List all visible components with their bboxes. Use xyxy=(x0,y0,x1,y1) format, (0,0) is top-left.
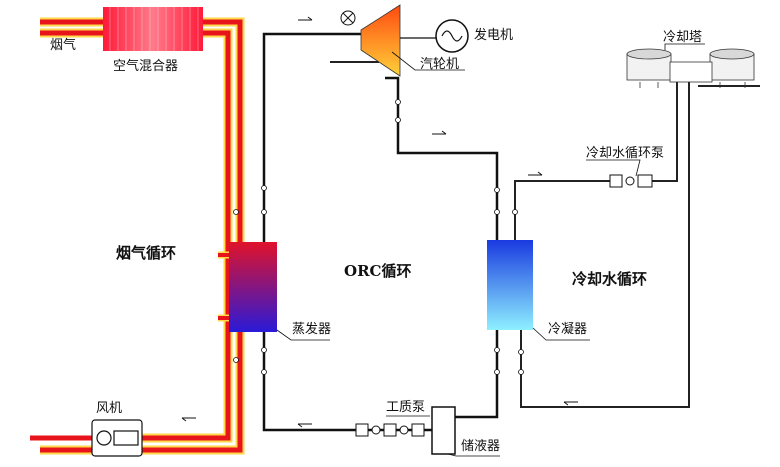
cooling-water-loop-label: 冷却水循环 xyxy=(572,270,648,288)
inlet-valve-icon xyxy=(340,10,356,26)
flow-arrows xyxy=(181,16,578,428)
instrument-gauges xyxy=(233,99,524,375)
cooling-water-pipes xyxy=(330,40,760,408)
evaporator-label: 蒸发器 xyxy=(292,322,332,337)
air-mixer-fins xyxy=(109,7,199,51)
working-fluid-pump-icon xyxy=(355,423,425,437)
receiver-body xyxy=(431,406,456,455)
fan-icon xyxy=(91,419,143,457)
turbine-label: 汽轮机 xyxy=(420,57,460,72)
cooling-tower-icon xyxy=(626,48,755,88)
receiver-label: 储液器 xyxy=(461,439,501,454)
label-leaders xyxy=(276,43,705,457)
cooling-tower-label: 冷却塔 xyxy=(663,30,703,45)
orc-pipes xyxy=(262,32,499,432)
flue-gas-pipes xyxy=(30,17,245,455)
air-mixer-label: 空气混合器 xyxy=(113,59,179,74)
generator-icon xyxy=(435,19,469,53)
orc-loop-label: ORC循环 xyxy=(344,262,412,280)
air-mixer-body xyxy=(103,7,203,51)
working-fluid-pump-label: 工质泵 xyxy=(386,400,426,415)
evaporator-body xyxy=(229,242,277,332)
turbine-body xyxy=(360,4,401,77)
condenser-body xyxy=(487,240,533,330)
generator-label: 发电机 xyxy=(474,28,514,43)
cooling-water-pump-label: 冷却水循环泵 xyxy=(586,146,665,161)
fan-label: 风机 xyxy=(96,401,123,416)
cooling-water-pump-icon xyxy=(609,174,653,188)
flue-gas-loop-label: 烟气循环 xyxy=(116,244,177,262)
condenser-label: 冷凝器 xyxy=(548,322,588,337)
flue-gas-label: 烟气 xyxy=(50,38,77,53)
